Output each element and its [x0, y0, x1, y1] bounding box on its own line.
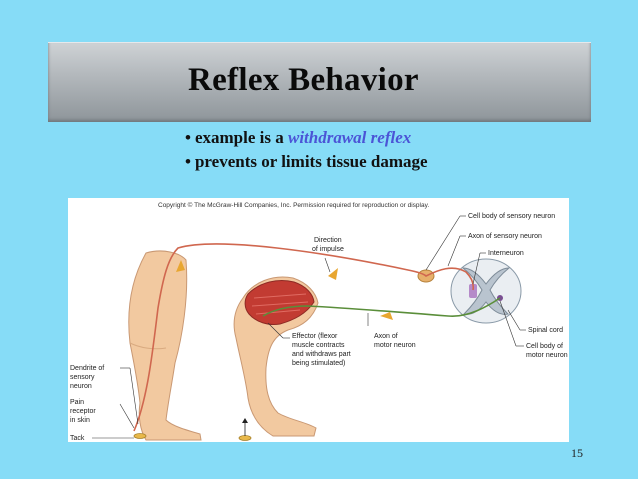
bullet-text: example is a	[195, 128, 288, 147]
label-direction-line1: Direction	[314, 237, 342, 244]
label-pain-line1: Pain	[70, 399, 84, 406]
copyright-text: Copyright © The McGraw-Hill Companies, I…	[158, 201, 429, 209]
label-cell-body-sensory: Cell body of sensory neuron	[468, 213, 555, 220]
tack-icon	[239, 418, 251, 441]
label-interneuron: Interneuron	[488, 250, 524, 257]
label-effector-line2: muscle contracts	[292, 342, 345, 349]
label-effector-line4: being stimulated)	[292, 360, 345, 367]
standing-leg-shape	[129, 251, 201, 440]
label-direction-line2: of impulse	[312, 246, 344, 253]
bullet-list: •example is a withdrawal reflex •prevent…	[185, 126, 428, 174]
bullet-item: •example is a withdrawal reflex	[185, 126, 428, 150]
spinal-cord	[451, 259, 521, 323]
standing-leg	[129, 251, 201, 440]
tack-icon	[134, 434, 146, 439]
bullet-item: •prevents or limits tissue damage	[185, 150, 428, 174]
reflex-arc-diagram: Copyright © The McGraw-Hill Companies, I…	[68, 198, 569, 442]
bullet-dot-icon: •	[185, 128, 191, 147]
label-dendrite-line3: neuron	[70, 383, 92, 390]
label-dendrite-line1: Dendrite of	[70, 365, 104, 372]
bullet-dot-icon: •	[185, 152, 191, 171]
page-number: 15	[571, 446, 583, 461]
bullet-text: prevents or limits tissue damage	[195, 152, 428, 171]
label-axon-sensory: Axon of sensory neuron	[468, 233, 542, 240]
reflex-arc-figure: Copyright © The McGraw-Hill Companies, I…	[68, 198, 569, 442]
label-axon-motor-line2: motor neuron	[374, 342, 416, 349]
title-bar: Reflex Behavior	[48, 42, 591, 122]
label-cell-body-motor-line1: Cell body of	[526, 343, 563, 350]
label-spinal-cord: Spinal cord	[528, 327, 563, 334]
label-effector-line3: and withdraws part	[292, 351, 351, 358]
bullet-emphasis: withdrawal reflex	[288, 128, 411, 147]
label-axon-motor-line1: Axon of	[374, 333, 398, 340]
label-pain-line2: receptor	[70, 408, 96, 415]
label-dendrite-line2: sensory	[70, 374, 95, 381]
label-tack: Tack	[70, 435, 85, 442]
label-cell-body-motor-line2: motor neuron	[526, 352, 568, 359]
slide-title: Reflex Behavior	[188, 62, 419, 99]
label-effector-line1: Effector (flexor	[292, 333, 338, 340]
impulse-arrow-icon	[380, 312, 393, 320]
label-pain-line3: in skin	[70, 417, 90, 424]
